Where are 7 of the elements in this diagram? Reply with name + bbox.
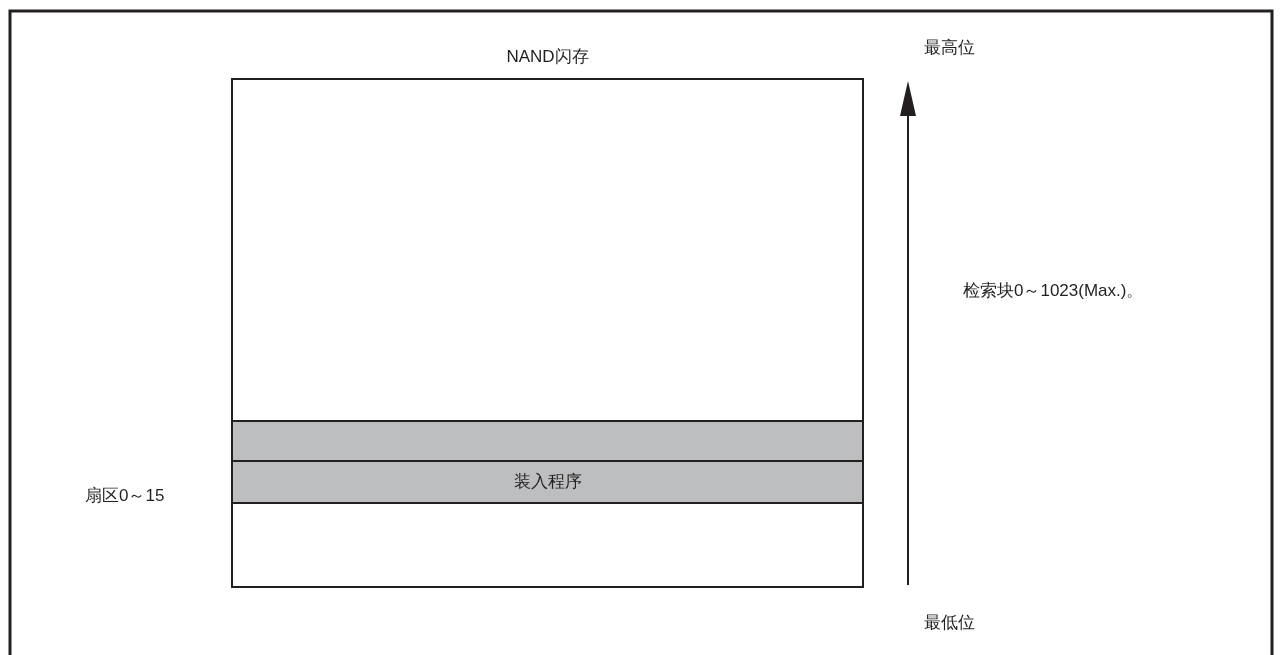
axis-label: 最高位 [924,37,975,59]
range-label: 检索块0～1023(Max.)。 [963,280,1144,302]
range-label: 扇区0～15 [85,485,165,507]
band-label-box: 装入程序 [233,460,862,504]
axis-label: 最低位 [924,612,975,634]
band [233,420,862,462]
box-heading: NAND闪存 [505,46,590,68]
